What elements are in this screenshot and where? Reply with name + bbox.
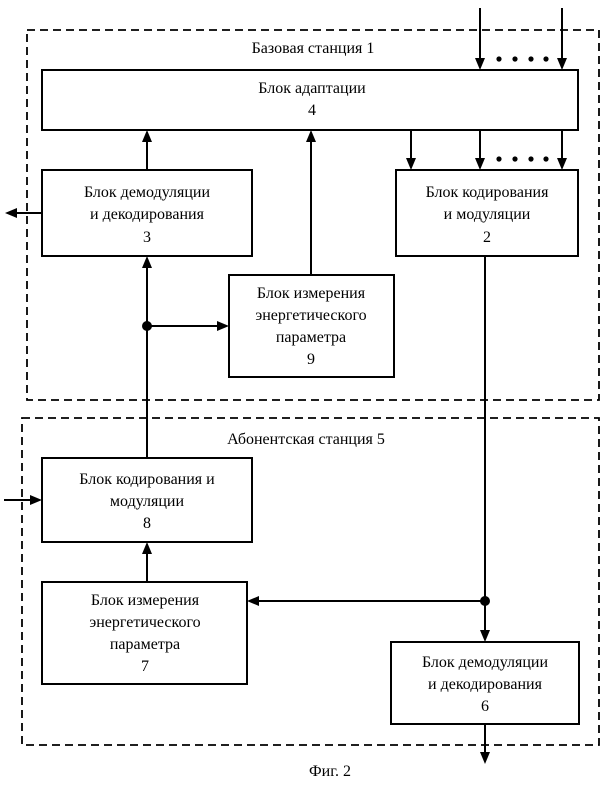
adaptation-block	[42, 70, 578, 130]
demod-to-adapt-arrow	[142, 130, 152, 142]
base-demodulation-line1: Блок демодуляции	[84, 184, 211, 201]
subscriber-meter-line3: параметра	[110, 636, 180, 653]
ellipsis-dot	[528, 56, 533, 61]
uplink-arrow	[142, 256, 152, 268]
adapt-to-coder-arrow-1	[406, 158, 416, 170]
ellipsis-dot	[543, 56, 548, 61]
meter7-to-coder8-arrow	[142, 542, 152, 554]
base-coding-number: 2	[483, 229, 491, 246]
adapt-to-coder-arrow-2	[475, 158, 485, 170]
base-meter-number: 9	[307, 351, 315, 368]
ellipsis-dot	[528, 156, 533, 161]
ellipsis-dot	[496, 56, 501, 61]
subscriber-demodulation-line2: и декодирования	[428, 676, 543, 693]
subscriber-input-arrow	[30, 495, 42, 505]
base-demodulation-line2: и декодирования	[90, 206, 205, 223]
base-coding-line1: Блок кодирования	[426, 184, 550, 201]
input-arrow-left	[475, 58, 485, 70]
subscriber-coding-number: 8	[143, 515, 151, 532]
base-meter-line1: Блок измерения	[257, 285, 366, 302]
subscriber-station-title: Абонентская станция 5	[227, 431, 385, 448]
subscriber-meter-line1: Блок измерения	[91, 592, 200, 609]
adaptation-block-label: Блок адаптации	[258, 80, 366, 97]
base-meter-line3: параметра	[276, 329, 346, 346]
input-arrow-right	[557, 58, 567, 70]
base-station-title: Базовая станция 1	[252, 40, 375, 57]
base-demodulation-number: 3	[143, 229, 151, 246]
ellipsis-dot	[496, 156, 501, 161]
subscriber-output-arrow	[480, 752, 490, 764]
subscriber-meter-number: 7	[141, 658, 149, 675]
uplink-to-meter-arrow	[217, 321, 229, 331]
downlink-arrow	[480, 630, 490, 642]
adaptation-block-number: 4	[308, 102, 316, 119]
subscriber-demodulation-number: 6	[481, 698, 489, 715]
ellipsis-dot	[512, 56, 517, 61]
subscriber-coding-line2: модуляции	[110, 493, 185, 510]
base-coding-line2: и модуляции	[444, 206, 531, 223]
demod-output-arrow	[5, 208, 17, 218]
ellipsis-dot	[543, 156, 548, 161]
meter-to-adapt-arrow	[306, 130, 316, 142]
base-meter-line2: энергетического	[255, 307, 366, 324]
subscriber-meter-line2: энергетического	[89, 614, 200, 631]
ellipsis-dot	[512, 156, 517, 161]
adapt-to-coder-arrow-3	[557, 158, 567, 170]
subscriber-demodulation-line1: Блок демодуляции	[422, 654, 549, 671]
downlink-to-meter-arrow	[247, 596, 259, 606]
subscriber-coding-line1: Блок кодирования и	[79, 471, 215, 488]
figure-caption: Фиг. 2	[309, 763, 351, 780]
